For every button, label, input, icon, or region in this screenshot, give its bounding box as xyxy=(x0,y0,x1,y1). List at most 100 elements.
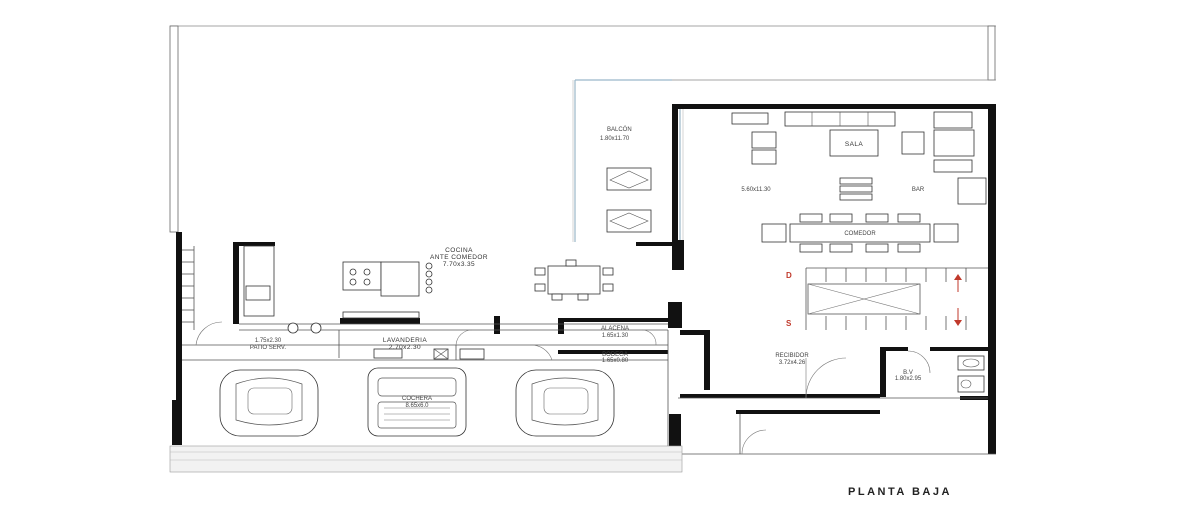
bar-stool xyxy=(425,278,433,286)
dining-chair xyxy=(602,283,614,292)
breakfast-table xyxy=(547,265,601,295)
dining-chair xyxy=(551,293,563,301)
dining-chair xyxy=(534,283,546,292)
living-label: SALA xyxy=(845,141,863,148)
foyer: RECIBIDOR 3.72x4.26 xyxy=(741,353,847,455)
kitchen-counter xyxy=(243,245,275,317)
plan-title: PLANTA BAJA xyxy=(848,486,952,498)
dining-chair xyxy=(865,213,889,223)
balcony-dimension: 1.80x11.70 xyxy=(600,136,630,142)
bar-stool xyxy=(839,177,873,185)
kitchen: COCINA ANTE COMEDOR 7.70x3.35 xyxy=(243,245,614,319)
dining-chair xyxy=(565,259,577,267)
dining-table xyxy=(789,223,931,243)
kitchen-label: COCINA xyxy=(445,247,473,254)
powder-room: B.V 1.80x2.95 xyxy=(895,350,985,393)
dining-chair xyxy=(829,243,853,253)
car-right xyxy=(515,369,615,437)
bar-stool xyxy=(425,270,433,278)
garage: COCHERA 8.65x6.0 xyxy=(169,367,683,473)
balcony-lounger-1 xyxy=(606,167,652,191)
kitchen-sublabel: ANTE COMEDOR xyxy=(430,254,488,261)
ottoman xyxy=(901,131,925,155)
door-swing xyxy=(455,329,473,346)
driveway xyxy=(169,445,683,473)
dining-chair xyxy=(933,223,959,243)
bar-stool xyxy=(839,185,873,193)
sofa-side xyxy=(933,129,975,157)
dining-chair xyxy=(897,213,921,223)
living-room: SALA 5.60x11.30 BAR xyxy=(731,111,987,205)
interior-partitions xyxy=(182,267,996,455)
dryer xyxy=(310,322,322,334)
door-swing xyxy=(907,350,931,374)
laundry-label: LAVANDERIA xyxy=(383,337,427,344)
patio-dimension: 1.75x2.30 xyxy=(255,338,282,344)
coffee-table xyxy=(829,129,879,157)
dining-chair xyxy=(897,243,921,253)
console xyxy=(933,159,973,173)
stove-burner xyxy=(363,268,371,276)
storage-label: BODEGA xyxy=(602,352,628,358)
armchair xyxy=(933,111,973,129)
living-dimension: 5.60x11.30 xyxy=(741,187,771,193)
door-swing xyxy=(529,344,553,361)
dining-chair xyxy=(602,267,614,276)
laundry-sink xyxy=(459,348,485,360)
pantry-label: ALACENA xyxy=(601,326,629,332)
dining-chair xyxy=(865,243,889,253)
dining-label: COMEDOR xyxy=(844,231,876,237)
stair-down-marker: D xyxy=(786,271,792,280)
dining-chair xyxy=(799,243,823,253)
side-steps xyxy=(182,246,195,330)
door-swing xyxy=(195,321,223,346)
bar-stool xyxy=(425,262,433,270)
kitchen-island xyxy=(342,261,382,291)
kitchen-dimension: 7.70x3.35 xyxy=(443,261,475,268)
door-swing xyxy=(641,329,657,346)
dining-room: COMEDOR xyxy=(761,213,959,253)
dining-chair xyxy=(534,267,546,276)
powder-room-dimension: 1.80x2.95 xyxy=(895,376,922,382)
car-left xyxy=(219,369,319,437)
laundry-counter xyxy=(373,348,403,359)
dining-chair xyxy=(577,293,589,301)
stair-void xyxy=(807,283,921,315)
washer xyxy=(287,322,299,334)
dining-chair xyxy=(829,213,853,223)
balcony: BALCÓN 1.80x11.70 xyxy=(572,79,684,244)
bar-counter xyxy=(957,177,987,205)
foyer-dimension: 3.72x4.26 xyxy=(779,360,806,366)
lot-boundary xyxy=(169,25,996,233)
kitchen-sink xyxy=(245,285,271,301)
service-area: 1.75x2.30 PATIO SERV. LAVANDERIA 2.70x2.… xyxy=(195,321,657,364)
door-swing xyxy=(741,429,767,455)
car-center xyxy=(367,367,467,437)
bar-stool xyxy=(839,193,873,201)
island-extension xyxy=(380,261,420,297)
pantry-dimension: 1.65x1.30 xyxy=(602,333,629,339)
balcony-label: BALCÓN xyxy=(607,126,632,133)
stair-up-marker: S xyxy=(786,319,792,328)
storage-dimension: 1.65x0.80 xyxy=(602,358,629,364)
bar-label: BAR xyxy=(912,187,925,193)
garage-label: COCHERA xyxy=(402,396,432,402)
patio-label: PATIO SERV. xyxy=(250,345,286,351)
entrance-door-swing xyxy=(805,357,847,399)
stove-burner xyxy=(349,268,357,276)
laundry-dimension: 2.70x2.30 xyxy=(389,344,421,351)
side-cabinet xyxy=(731,112,769,125)
dining-chair xyxy=(799,213,823,223)
armchair xyxy=(751,149,777,165)
staircase: D S xyxy=(786,268,967,330)
garage-dimension: 8.65x6.0 xyxy=(405,403,429,409)
foyer-label: RECIBIDOR xyxy=(775,353,809,359)
powder-room-label: B.V xyxy=(903,370,913,376)
washbasin xyxy=(957,355,985,371)
armchair xyxy=(751,131,777,149)
stove-burner xyxy=(363,278,371,286)
dining-chair xyxy=(761,223,787,243)
balcony-lounger-2 xyxy=(606,209,652,233)
